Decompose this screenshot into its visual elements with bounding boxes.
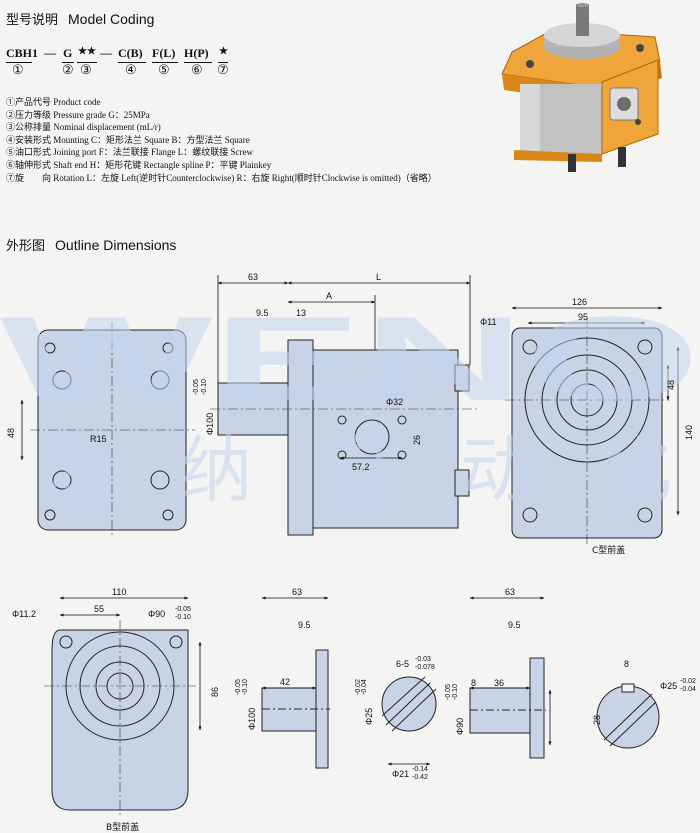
legend-item: ③公称排量 Nominal displacement (mL/r)	[6, 122, 161, 133]
dim-s2-9-5: 9.5	[508, 620, 521, 630]
b-side-view	[261, 649, 330, 769]
code-part-pressure: G	[63, 46, 73, 60]
dim-s2-63: 63	[505, 587, 515, 597]
dim-spline-phi21-tol-dn: -0.42	[412, 774, 428, 781]
dim-spline-6-5: 6-5	[396, 659, 409, 669]
dim-spline-phi25: Φ25	[364, 708, 374, 725]
model-coding-heading: 型号说明 Model Coding	[6, 9, 154, 28]
dim-c-48: 48	[666, 380, 676, 390]
dim-s1-9-5: 9.5	[298, 620, 311, 630]
outline-heading: 外形图 Outline Dimensions	[6, 235, 176, 254]
watermark-cn-1: 温	[40, 428, 112, 512]
outline-heading-cn: 外形图	[6, 239, 46, 254]
dim-key-phi25-tol-dn: -0.04	[680, 686, 696, 693]
dim-b-phi11-2: Φ11.2	[12, 609, 36, 619]
dim-s2-phi90: Φ90	[455, 718, 465, 735]
outline-heading-en: Outline Dimensions	[55, 237, 177, 253]
dim-s1-63: 63	[292, 587, 302, 597]
code-part-dash-1: —	[44, 46, 56, 60]
model-coding-heading-cn: 型号说明	[6, 13, 59, 28]
side-view	[217, 339, 470, 536]
legend-item: ①产品代号 Product code	[6, 97, 101, 107]
legend-item: ⑤油口形式 Joining port F：法兰联接 Flange L：螺纹联接 …	[6, 147, 253, 158]
dim-side-phi100-tol-up: -0.05	[193, 379, 200, 395]
dim-side-63: 63	[248, 272, 258, 282]
dim-s2-36: 36	[494, 678, 504, 688]
dim-side-57-2: 57.2	[352, 462, 370, 472]
dim-c-140: 140	[684, 425, 694, 440]
legend-item: ⑦旋 向 Rotation L：左旋 Left(逆时针Counterclockw…	[6, 172, 437, 183]
code-number-2: ②	[62, 62, 74, 77]
dim-side-9-5: 9.5	[256, 308, 269, 318]
dim-s1-42: 42	[280, 677, 290, 687]
dim-side-phi32: Φ32	[386, 397, 403, 407]
dim-s2-phi90-tol-up: -0.05	[445, 684, 452, 700]
watermark-latin: WENO	[0, 292, 700, 426]
gear-pump-photo	[501, 3, 662, 172]
spline-section	[381, 676, 437, 732]
dim-b-phi90-tol-up: -0.05	[175, 606, 191, 613]
legend-item: ④安装形式 Mounting C：矩形法兰 Square B：方型法兰 Squa…	[6, 134, 250, 145]
dim-b-phi90: Φ90	[148, 609, 165, 619]
dim-side-phi100: Φ100	[205, 413, 215, 435]
code-part-product: CBH1	[6, 46, 39, 60]
dim-spline-6-5-tol-up: -0.03	[415, 656, 431, 663]
dim-c-95: 95	[578, 312, 588, 322]
code-number-5: ⑤	[158, 62, 170, 77]
model-code-legend: ①产品代号 Product code ②压力等级 Pressure grade …	[6, 96, 437, 184]
code-part-dash-2: —	[100, 46, 112, 60]
c-cover-caption: C型前盖	[592, 544, 625, 556]
model-coding-heading-en: Model Coding	[68, 11, 155, 27]
dim-side-A: A	[326, 291, 332, 301]
dim-s2-phi90-tol-dn: -0.10	[452, 684, 459, 700]
dim-key-phi25: Φ25	[660, 681, 677, 691]
dim-b-86: 86	[210, 687, 220, 697]
code-number-3: ③	[80, 62, 92, 77]
legend-item: ⑥轴伸形式 Shaft end H：矩形花键 Rectangle spline …	[6, 159, 272, 170]
dim-s2-8: 8	[471, 678, 476, 688]
dim-spline-phi25-tol-up: -0.02	[355, 679, 362, 695]
dim-b-55: 55	[94, 604, 104, 614]
dim-front-48: 48	[6, 428, 16, 438]
dim-s1-phi100-tol-up: -0.05	[235, 679, 242, 695]
watermark-cn-2: 纳	[180, 428, 252, 512]
dim-key-8: 8	[624, 659, 629, 669]
dim-c-126: 126	[572, 297, 587, 307]
watermark-cn-4: 动	[460, 428, 532, 512]
key-side-view	[469, 657, 546, 759]
dim-spline-phi25-tol-dn: -0.04	[361, 679, 368, 695]
dim-s1-phi100: Φ100	[247, 708, 257, 730]
dim-key-phi25-tol-up: -0.02	[680, 678, 696, 685]
dim-side-26: 26	[412, 435, 422, 445]
dim-front-r15: R15	[90, 434, 107, 444]
dim-spline-6-5-tol-dn: -0.078	[415, 664, 435, 671]
key-section	[596, 683, 660, 749]
code-part-rotation: ★	[219, 46, 228, 57]
watermark: WENO 温 纳 自 动 化	[0, 292, 700, 512]
code-number-7: ⑦	[217, 62, 229, 77]
watermark-cn-3: 自	[320, 428, 392, 512]
code-part-port: F(L)	[152, 46, 176, 60]
legend-item: ②压力等级 Pressure grade G：25MPa	[6, 109, 150, 120]
dim-b-110: 110	[112, 587, 126, 597]
dim-side-L: L	[376, 272, 381, 282]
code-number-6: ⑥	[191, 62, 203, 77]
code-part-mounting: C(B)	[118, 46, 143, 60]
code-number-4: ④	[125, 62, 137, 77]
code-part-shaft: H(P)	[184, 46, 209, 60]
code-number-1: ①	[12, 62, 24, 77]
watermark-cn-5: 化	[600, 428, 672, 512]
code-part-displacement: ★★	[78, 46, 96, 57]
b-cover-caption: B型前盖	[106, 821, 139, 833]
dim-spline-phi21: Φ21	[392, 769, 409, 779]
dim-spline-phi21-tol-up: -0.14	[412, 766, 428, 773]
dim-c-phi11: Φ11	[480, 317, 497, 327]
dim-b-phi90-tol-dn: -0.10	[175, 614, 191, 621]
dim-s1-phi100-tol-dn: -0.10	[242, 679, 249, 695]
dim-key-28: 28	[592, 715, 602, 725]
dim-side-phi100-tol-dn: -0.10	[201, 379, 208, 395]
dim-side-13: 13	[296, 308, 306, 318]
